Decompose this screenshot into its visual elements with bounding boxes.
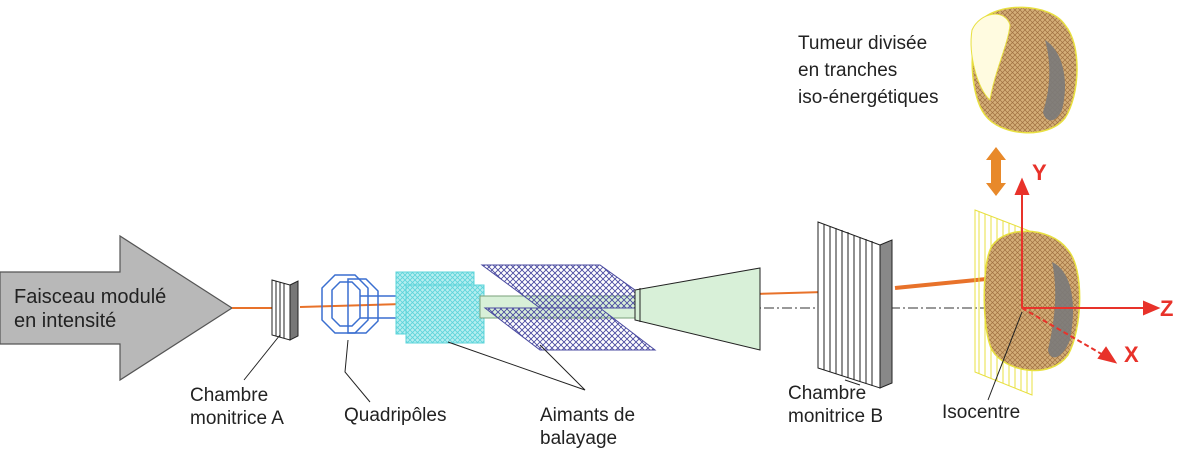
isocentre-label-text: Isocentre	[942, 402, 1021, 423]
axis-y-label: Y	[1032, 160, 1047, 185]
chamber-a-label-line-2: monitrice A	[190, 408, 284, 429]
chamber-a-shape	[271, 279, 299, 341]
axes	[1014, 177, 1161, 364]
quadrupoles-label-text: Quadripôles	[344, 405, 447, 426]
expansion-cone	[634, 267, 761, 351]
chamber-b-label-line-1: Chambre	[788, 383, 867, 404]
chamber-b-shape	[817, 221, 893, 389]
double-arrow	[986, 147, 1006, 196]
tumor-label-line-2: en tranches	[798, 60, 898, 81]
tumor-label: Tumeur divisée en tranches iso-énergétiq…	[798, 30, 938, 111]
tumor-label-line-3: iso-énergétiques	[798, 87, 939, 108]
magnet-lower	[483, 307, 657, 351]
axis-x-label: X	[1124, 342, 1139, 367]
scanning-magnets-label-line-2: balayage	[540, 428, 618, 449]
tumor-isocentre	[974, 209, 1081, 396]
chamber-b-label: Chambre monitrice B	[788, 382, 883, 428]
cyan-box-2	[405, 284, 485, 344]
tumor-label-line-1: Tumeur divisée	[798, 33, 928, 54]
chamber-b-label-line-2: monitrice B	[788, 406, 884, 427]
beam-label-line-1: Faisceau modulé	[14, 286, 167, 308]
leader-lines	[243, 311, 1023, 403]
beam-label-line-2: en intensité	[14, 310, 117, 332]
quadrupoles-label: Quadripôles	[344, 404, 446, 427]
beam-label: Faisceau modulé en intensité	[14, 285, 166, 333]
chamber-a-label: Chambre monitrice A	[190, 384, 284, 430]
scanning-magnets-label-line-1: Aimants de	[540, 405, 636, 426]
tumor-slices	[970, 6, 1078, 134]
quadrupole-shape	[321, 274, 400, 334]
beam-arrow	[0, 234, 234, 382]
chamber-a-label-line-1: Chambre	[190, 385, 269, 406]
axis-z-label: Z	[1160, 296, 1174, 321]
scanning-magnets-label: Aimants de balayage	[540, 404, 635, 450]
isocentre-label: Isocentre	[942, 401, 1020, 424]
